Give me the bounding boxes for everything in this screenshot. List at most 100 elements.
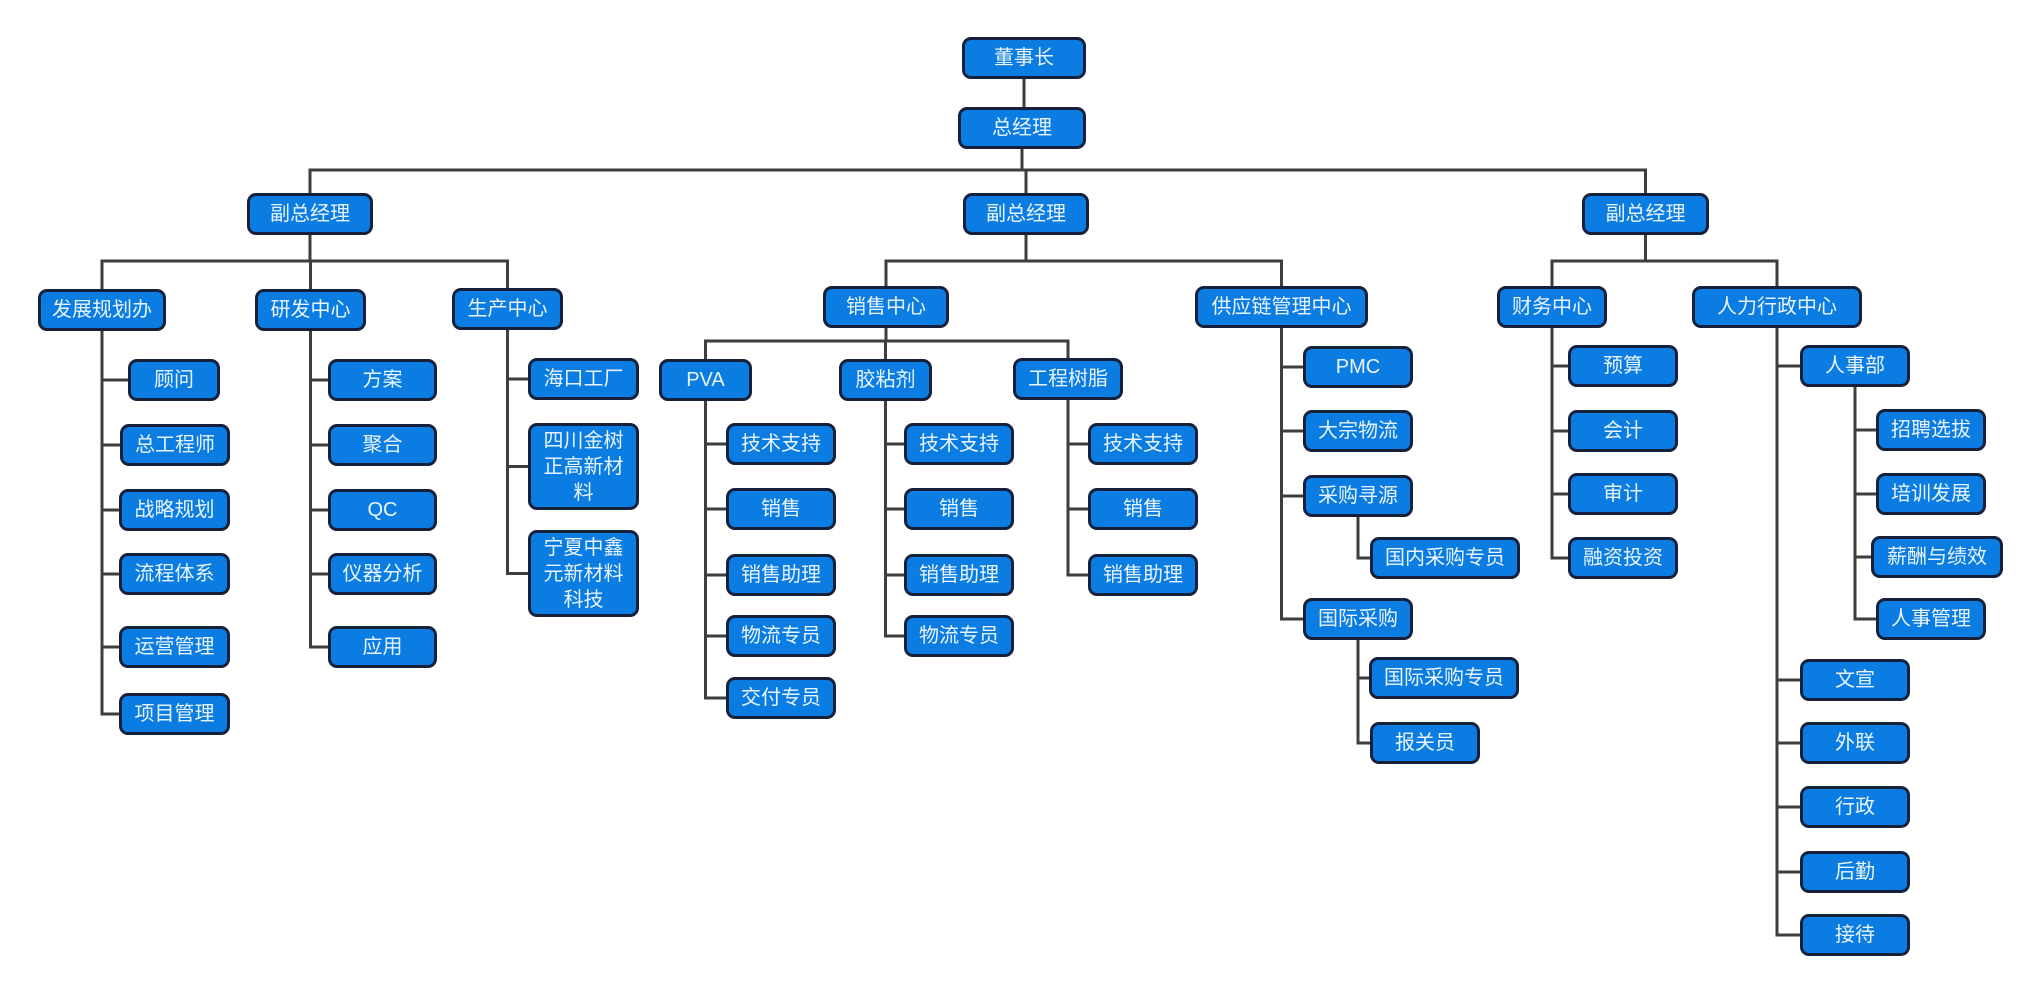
- org-node-adh4[interactable]: 物流专员: [904, 615, 1014, 657]
- org-node-label: 国际采购专员: [1384, 667, 1504, 689]
- org-node-label: 审计: [1603, 483, 1643, 505]
- org-node-pva3[interactable]: 销售助理: [726, 554, 836, 596]
- org-node-rd[interactable]: 研发中心: [255, 289, 366, 331]
- org-node-hr2[interactable]: 文宣: [1800, 659, 1910, 701]
- org-node-dev3[interactable]: 战略规划: [119, 489, 230, 531]
- org-node-label: 方案: [362, 369, 403, 391]
- org-node-fin1[interactable]: 预算: [1568, 345, 1678, 387]
- org-node-chairman[interactable]: 董事长: [962, 37, 1086, 79]
- org-node-pva[interactable]: PVA: [659, 359, 752, 401]
- org-node-rd3[interactable]: QC: [328, 489, 437, 531]
- org-node-label: 副总经理: [1605, 203, 1686, 225]
- org-node-label: 国内采购专员: [1385, 547, 1505, 569]
- org-node-adh[interactable]: 胶粘剂: [839, 359, 932, 401]
- org-node-label: PMC: [1335, 356, 1381, 378]
- org-node-label: 财务中心: [1512, 296, 1592, 318]
- org-node-fin3[interactable]: 审计: [1568, 473, 1678, 515]
- org-node-hr3[interactable]: 外联: [1800, 722, 1910, 764]
- org-node-vp3[interactable]: 副总经理: [1582, 193, 1709, 235]
- org-node-vp2[interactable]: 副总经理: [963, 193, 1089, 235]
- org-node-adh1[interactable]: 技术支持: [904, 423, 1014, 465]
- org-node-label: 应用: [362, 636, 403, 658]
- org-node-dev5[interactable]: 运营管理: [119, 626, 230, 668]
- org-node-pva1[interactable]: 技术支持: [726, 423, 836, 465]
- org-node-sup4a[interactable]: 国际采购专员: [1369, 657, 1519, 699]
- org-node-label: 运营管理: [134, 636, 215, 658]
- org-node-label: 技术支持: [1103, 433, 1183, 455]
- org-node-sales[interactable]: 销售中心: [823, 286, 949, 328]
- org-node-hr[interactable]: 人力行政中心: [1692, 286, 1862, 328]
- org-node-label: 会计: [1603, 420, 1643, 442]
- org-node-dev[interactable]: 发展规划办: [38, 289, 166, 331]
- org-node-label: 销售: [939, 498, 979, 520]
- org-node-rd1[interactable]: 方案: [328, 359, 437, 401]
- org-node-label: 供应链管理中心: [1211, 296, 1352, 318]
- org-node-fin4[interactable]: 融资投资: [1568, 537, 1678, 579]
- org-node-hr1b[interactable]: 培训发展: [1876, 473, 1986, 515]
- org-node-label: 人力行政中心: [1717, 296, 1837, 318]
- org-node-label: 技术支持: [919, 433, 999, 455]
- org-node-rd4[interactable]: 仪器分析: [328, 553, 437, 595]
- org-node-pva4[interactable]: 物流专员: [726, 615, 836, 657]
- org-node-hr6[interactable]: 接待: [1800, 914, 1910, 956]
- org-node-sup4[interactable]: 国际采购: [1303, 598, 1413, 640]
- org-node-resin3[interactable]: 销售助理: [1088, 554, 1198, 596]
- org-node-rd2[interactable]: 聚合: [328, 424, 437, 466]
- org-node-label: 流程体系: [134, 563, 215, 585]
- org-node-label: 研发中心: [270, 299, 351, 321]
- org-node-label: QC: [367, 499, 398, 521]
- org-node-label: 文宣: [1835, 669, 1875, 691]
- org-node-label: 销售中心: [846, 296, 926, 318]
- org-node-hr4[interactable]: 行政: [1800, 786, 1910, 828]
- org-node-dev2[interactable]: 总工程师: [120, 424, 230, 466]
- org-node-label: 销售: [1123, 498, 1163, 520]
- org-node-hr1d[interactable]: 人事管理: [1876, 598, 1986, 640]
- org-node-label: PVA: [686, 369, 725, 391]
- org-node-label: 宁夏中鑫元新材料科技: [543, 536, 624, 611]
- org-node-label: 副总经理: [986, 203, 1066, 225]
- org-node-sup4b[interactable]: 报关员: [1370, 722, 1480, 764]
- org-node-resin2[interactable]: 销售: [1088, 488, 1198, 530]
- org-node-hr1[interactable]: 人事部: [1800, 345, 1910, 387]
- org-node-label: 采购寻源: [1318, 485, 1398, 507]
- org-node-prod[interactable]: 生产中心: [452, 288, 563, 330]
- org-node-dev4[interactable]: 流程体系: [119, 553, 230, 595]
- org-node-prod1[interactable]: 海口工厂: [528, 358, 639, 400]
- org-node-sup3a[interactable]: 国内采购专员: [1370, 537, 1520, 579]
- org-node-dev6[interactable]: 项目管理: [119, 693, 230, 735]
- org-node-label: 培训发展: [1891, 483, 1971, 505]
- org-node-label: 四川金树正高新材料: [543, 429, 624, 504]
- org-node-prod2[interactable]: 四川金树正高新材料: [528, 423, 639, 510]
- org-node-label: 发展规划办: [52, 299, 152, 321]
- org-node-label: 融资投资: [1583, 547, 1663, 569]
- org-node-label: 行政: [1835, 796, 1875, 818]
- org-node-sup1[interactable]: PMC: [1303, 346, 1413, 388]
- org-node-sup3[interactable]: 采购寻源: [1303, 475, 1413, 517]
- org-node-hr1c[interactable]: 薪酬与绩效: [1871, 536, 2003, 578]
- org-node-label: 海口工厂: [543, 368, 624, 390]
- org-node-label: 国际采购: [1318, 608, 1398, 630]
- org-node-label: 物流专员: [741, 625, 821, 647]
- org-node-adh2[interactable]: 销售: [904, 488, 1014, 530]
- org-node-fin2[interactable]: 会计: [1568, 410, 1678, 452]
- org-node-gm[interactable]: 总经理: [958, 107, 1086, 149]
- org-node-label: 物流专员: [919, 625, 999, 647]
- org-node-dev1[interactable]: 顾问: [128, 359, 220, 401]
- org-node-supply[interactable]: 供应链管理中心: [1195, 286, 1368, 328]
- org-node-adh3[interactable]: 销售助理: [904, 554, 1014, 596]
- org-node-rd5[interactable]: 应用: [328, 626, 437, 668]
- org-node-hr5[interactable]: 后勤: [1800, 851, 1910, 893]
- org-node-sup2[interactable]: 大宗物流: [1303, 410, 1413, 452]
- org-node-label: 外联: [1835, 732, 1875, 754]
- org-node-fin[interactable]: 财务中心: [1497, 286, 1607, 328]
- org-node-pva5[interactable]: 交付专员: [726, 677, 836, 719]
- org-node-label: 聚合: [362, 434, 403, 456]
- org-node-resin[interactable]: 工程树脂: [1013, 358, 1123, 400]
- org-node-pva2[interactable]: 销售: [726, 488, 836, 530]
- org-node-prod3[interactable]: 宁夏中鑫元新材料科技: [528, 530, 639, 617]
- org-node-hr1a[interactable]: 招聘选拔: [1876, 409, 1986, 451]
- org-node-label: 技术支持: [741, 433, 821, 455]
- org-node-resin1[interactable]: 技术支持: [1088, 423, 1198, 465]
- org-node-label: 大宗物流: [1318, 420, 1398, 442]
- org-node-vp1[interactable]: 副总经理: [247, 193, 373, 235]
